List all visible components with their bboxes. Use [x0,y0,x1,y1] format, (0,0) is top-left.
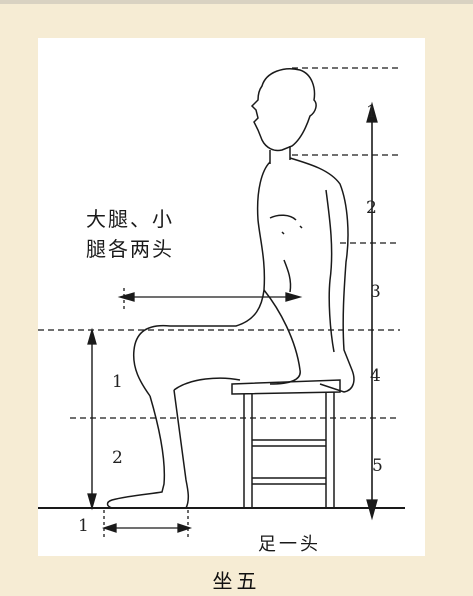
figure-caption: 坐五 [0,565,473,594]
scale-label-1: 1 [366,102,377,122]
leg-scale-label-2: 2 [112,448,123,468]
thigh-length-arrow [120,288,300,310]
scale-label-3: 3 [370,282,381,302]
foot-annotation: 足一头 [258,530,321,556]
stool [232,380,340,508]
left-leg-axis [88,330,96,508]
thigh-annotation-line1: 大腿、小 [86,204,174,234]
foot-scale-label: 1 [78,516,89,536]
thigh-shin-annotation: 大腿、小 腿各两头 [86,204,174,264]
seated-man-outline [108,69,354,508]
foot-length-arrows [104,510,190,540]
leg-scale-label-1: 1 [112,372,123,392]
scale-label-5: 5 [372,456,383,476]
scale-label-2: 2 [366,198,377,218]
thigh-annotation-line2: 腿各两头 [86,234,174,264]
scale-label-4: 4 [370,366,381,386]
